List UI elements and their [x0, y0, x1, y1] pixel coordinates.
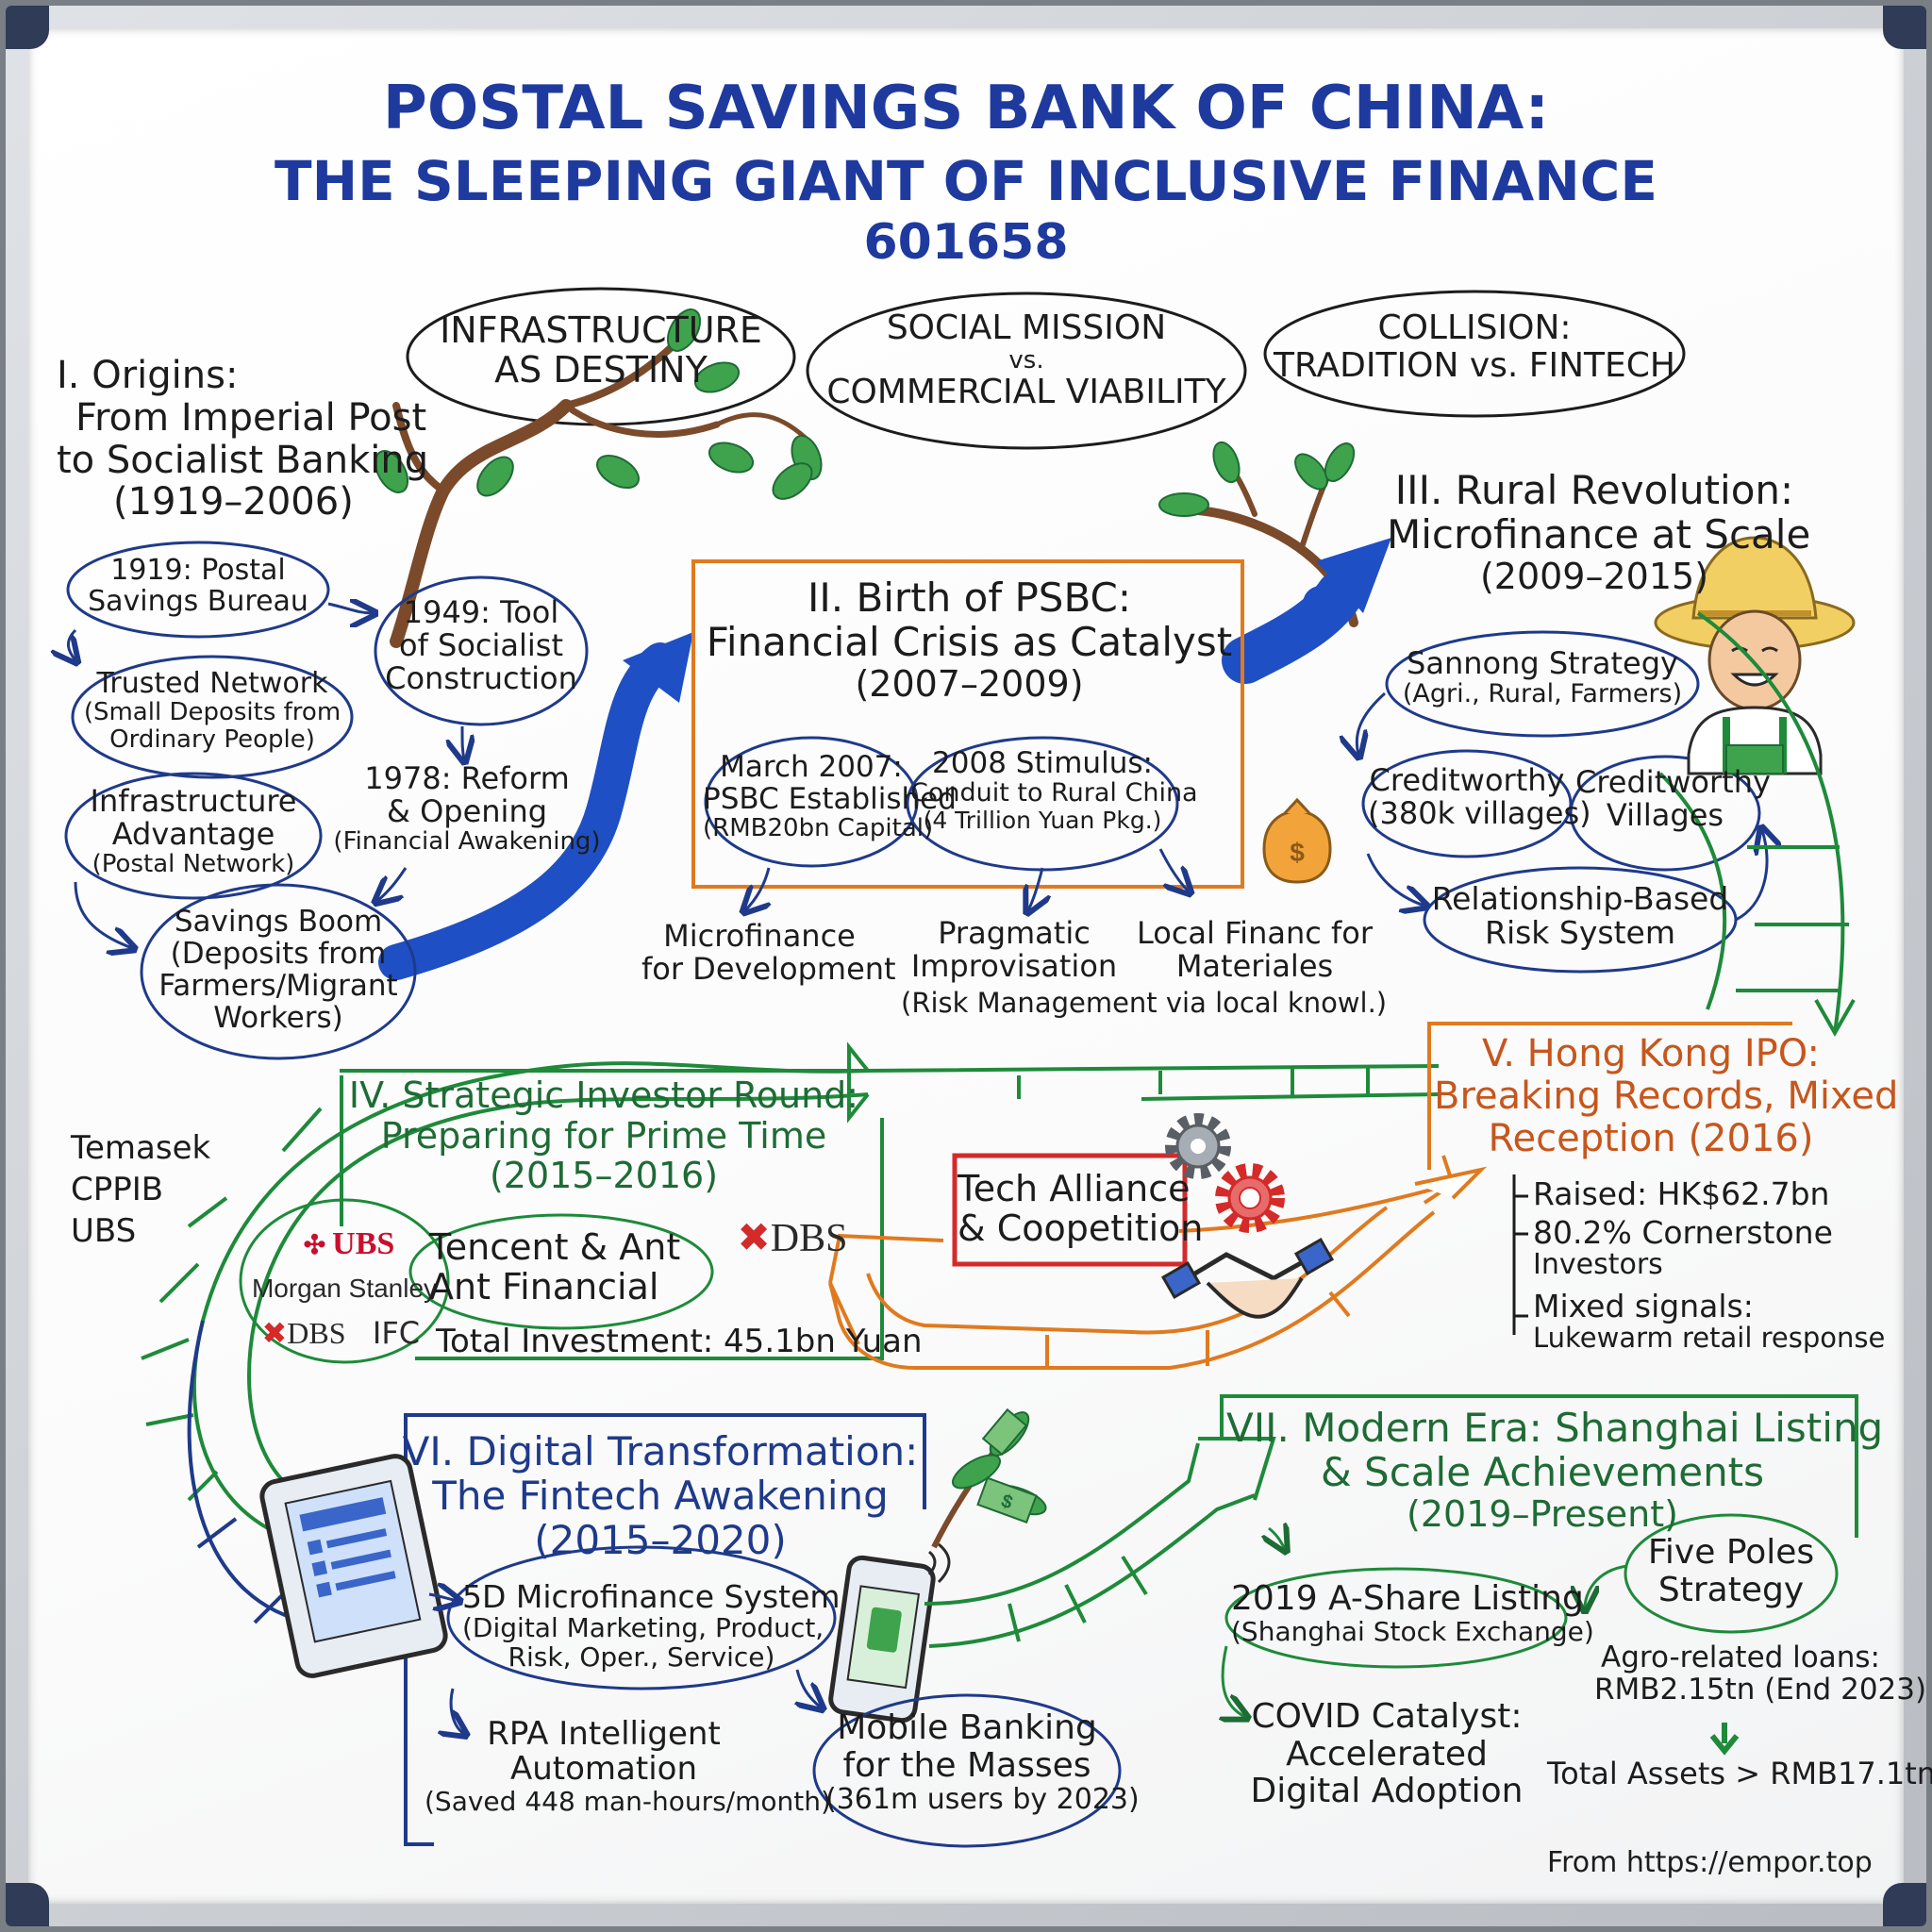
farmer-icon	[1654, 536, 1856, 775]
theme-bubble-collision	[1263, 290, 1686, 418]
page-title-line2: THE SLEEPING GIANT OF INCLUSIVE FINANCE	[275, 149, 1657, 213]
outcome-risk-management: (Risk Management via local knowl.)	[901, 987, 1388, 1019]
tree-branch-icon-left	[374, 308, 823, 648]
total-investment: Total Investment: 45.1bn Yuan	[436, 1323, 923, 1360]
green-arrow-digital-to-modern	[924, 1437, 1276, 1648]
blue-arrow-origins-to-birth	[378, 632, 693, 980]
node-sannong: Sannong Strategy(Agri., Rural, Farmers)	[1402, 645, 1683, 709]
node-1978: 1978: Reform& Opening(Financial Awakenin…	[333, 760, 601, 857]
page-title-line1: POSTAL SAVINGS BANK OF CHINA:	[382, 74, 1550, 143]
logos-oval	[239, 1198, 450, 1364]
frame-corner-bottom-right	[1883, 1883, 1926, 1926]
node-creditworthy: Creditworthy(380k villages)	[1368, 762, 1591, 832]
section-hk-ipo-heading: V. Hong Kong IPO:Breaking Records, Mixed…	[1434, 1032, 1899, 1160]
node-infrastructure-oval	[64, 772, 323, 900]
red-gear-icon	[1215, 1163, 1285, 1233]
node-1949-oval	[374, 575, 589, 726]
node-5d-microfinance: 5D Microfinance System(Digital Marketing…	[462, 1578, 841, 1674]
total-assets: Total Assets > RMB17.1tn	[1547, 1756, 1932, 1791]
money-bag-icon: $	[1262, 797, 1332, 884]
node-2008-stimulus: 2008 Stimulus:Conduit to Rural China(4 T…	[910, 746, 1198, 834]
frame-corner-top-left	[6, 6, 49, 49]
tech-alliance-box	[952, 1153, 1188, 1267]
handshake-icon	[1160, 1238, 1335, 1319]
hk-ipo-box-edge	[1427, 1022, 1792, 1170]
node-march-2007-oval	[704, 736, 919, 868]
theme-collision: COLLISION:TRADITION vs. FINTECH	[1274, 308, 1675, 385]
node-ashare-listing: 2019 A-Share Listing(Shanghai Stock Exch…	[1231, 1579, 1594, 1647]
node-ashare-oval	[1224, 1567, 1568, 1669]
ubs-logo: ✣ UBS	[303, 1226, 395, 1261]
section-investor-heading: IV. Strategic Investor Round:Preparing f…	[348, 1074, 859, 1197]
tencent-oval	[408, 1213, 714, 1330]
node-five-poles-oval	[1624, 1513, 1839, 1634]
node-mobile-banking-oval	[812, 1693, 1122, 1848]
frame-corner-bottom-left	[6, 1883, 49, 1926]
section-birth-heading: II. Birth of PSBC:Financial Crisis as Ca…	[706, 575, 1233, 706]
mobile-phone-icon	[828, 1542, 951, 1724]
dbs-logo: ✖DBS	[261, 1316, 346, 1350]
node-5d-oval	[446, 1545, 837, 1690]
dbs-logo-right: ✖DBS	[737, 1217, 848, 1260]
gear-icon	[1165, 1113, 1231, 1179]
section-modern-heading: VII. Modern Era: Shanghai Listing& Scale…	[1226, 1405, 1884, 1536]
svg-text:$: $	[1290, 838, 1305, 867]
ifc-logo: IFC	[372, 1315, 421, 1351]
node-savings-boom-oval	[140, 883, 417, 1060]
stock-ticker: 601658	[863, 214, 1069, 271]
morgan-stanley-logo: Morgan Stanley	[251, 1274, 438, 1303]
birth-of-psbc-box	[691, 559, 1244, 889]
investor-box-edge	[415, 1151, 884, 1360]
ipo-raised: Raised: HK$62.7bn	[1533, 1175, 1830, 1212]
section-digital-heading: VI. Digital Transformation:The Fintech A…	[402, 1428, 919, 1564]
green-road-rural-to-ipo	[1658, 611, 1856, 1038]
node-march-2007: March 2007:PSBC Established(RMB20bn Capi…	[703, 750, 957, 843]
node-trusted-network-oval	[71, 655, 354, 779]
theme-bubble-social-mission	[806, 291, 1247, 450]
agro-loans: Agro-related loans:RMB2.15tn (End 2023)	[1594, 1641, 1927, 1707]
node-creditworthy-villages-oval	[1569, 755, 1761, 872]
section-rural-heading: III. Rural Revolution:Microfinance at Sc…	[1387, 467, 1811, 598]
node-1919-oval	[66, 541, 330, 639]
orange-arrow-ipo-loop	[828, 1155, 1455, 1370]
money-plant-icon: $	[931, 1407, 1047, 1549]
modern-era-box-edge	[1220, 1394, 1858, 1538]
source-credit: From https://empor.top	[1547, 1846, 1873, 1879]
frame-corner-top-right	[1883, 6, 1926, 49]
section-origins-heading: I. Origins: From Imperial Post to Social…	[57, 354, 429, 525]
blue-arrow-birth-to-rural	[1222, 538, 1391, 684]
green-road-investor-loop	[141, 1041, 1440, 1554]
tech-alliance-label: Tech Alliance& Coopetition	[958, 1168, 1204, 1249]
tablet-icon	[259, 1454, 448, 1678]
node-sannong-oval	[1385, 630, 1700, 738]
ipo-mixed-signals: Mixed signals:Lukewarm retail response	[1533, 1288, 1886, 1355]
